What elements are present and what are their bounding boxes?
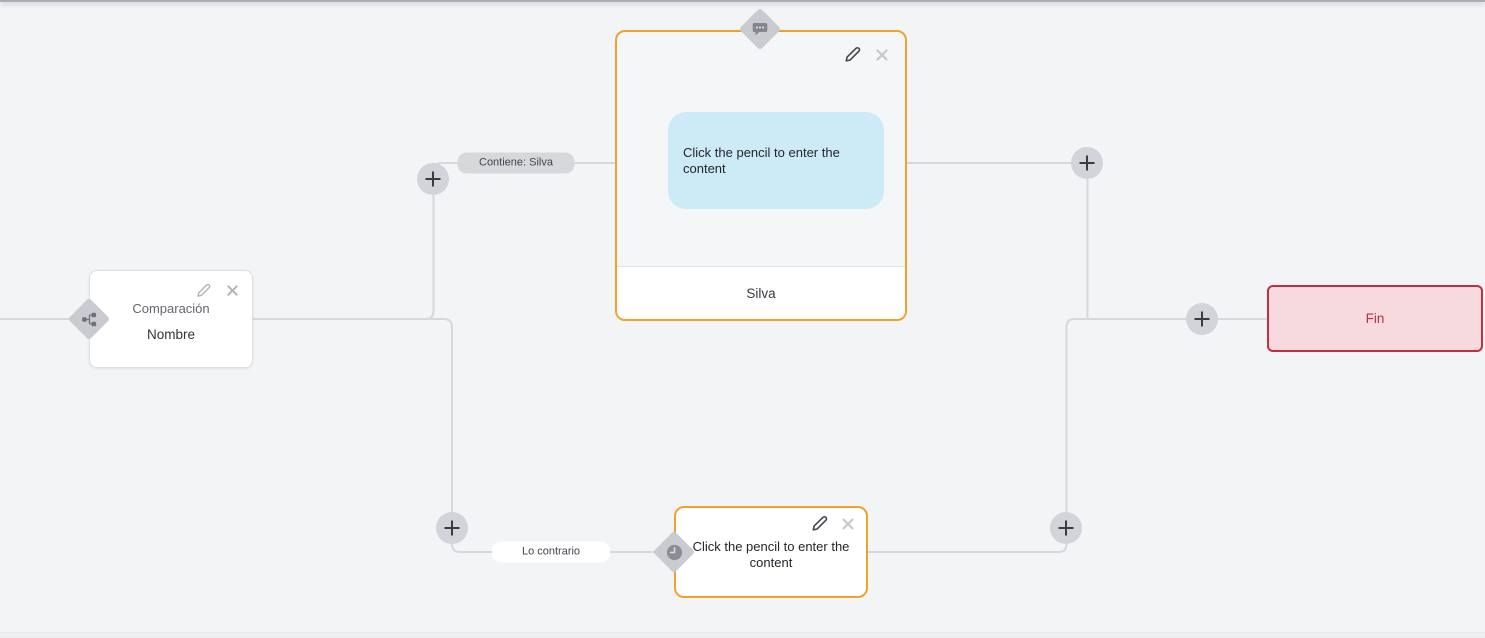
plus-icon [1058, 520, 1074, 536]
edit-pencil-button[interactable] [196, 283, 211, 298]
wait-node-badge [651, 529, 697, 575]
canvas-bottom-edge [0, 632, 1485, 638]
message-node[interactable]: Click the pencil to enter the content Si… [615, 30, 907, 321]
edit-pencil-button[interactable] [811, 515, 828, 532]
comparison-node-badge [66, 296, 112, 342]
message-node-body: Click the pencil to enter the content [617, 32, 905, 266]
node-title: Nombre [146, 327, 195, 342]
edge-label-contains: Contiene: Silva [457, 152, 575, 174]
wait-node[interactable]: Click the pencil to enter the content [674, 506, 868, 598]
plus-icon [425, 171, 441, 187]
node-type-label: Comparación [132, 301, 210, 316]
pencil-icon [845, 47, 861, 62]
add-node-button-bottom-right[interactable] [1050, 512, 1082, 544]
plus-icon [444, 520, 460, 536]
branch-icon [81, 312, 96, 326]
add-node-button-before-end[interactable] [1186, 303, 1218, 335]
wait-placeholder: Click the pencil to enter the content [692, 539, 850, 570]
edge-join-to-end [868, 318, 1268, 553]
edge-message-to-join [907, 162, 1089, 319]
delete-node-button[interactable] [841, 517, 855, 531]
close-icon [227, 285, 238, 296]
message-footer-label: Silva [746, 285, 776, 301]
add-node-button-top-left[interactable] [417, 163, 449, 195]
message-bubble: Click the pencil to enter the content [668, 112, 884, 209]
add-node-button-top-right[interactable] [1071, 147, 1103, 179]
chat-bubble-icon [752, 22, 768, 35]
edit-pencil-button[interactable] [844, 46, 861, 63]
comparison-node[interactable]: Comparación Nombre [89, 270, 253, 368]
add-node-button-bottom-left[interactable] [436, 512, 468, 544]
message-placeholder: Click the pencil to enter the content [683, 144, 840, 176]
edge-condition-bottom [253, 318, 659, 553]
message-node-footer: Silva [617, 266, 905, 319]
end-node[interactable]: Fin [1267, 285, 1483, 352]
delete-node-button[interactable] [875, 48, 889, 62]
close-icon [842, 517, 854, 530]
edge-label-otherwise: Lo contrario [492, 541, 610, 563]
delete-node-button[interactable] [226, 284, 239, 297]
pencil-icon [197, 283, 211, 297]
plus-icon [1079, 155, 1095, 171]
close-icon [876, 48, 888, 61]
pencil-icon [812, 516, 828, 531]
plus-icon [1194, 311, 1210, 327]
end-node-label: Fin [1365, 311, 1385, 326]
message-node-badge [737, 6, 783, 52]
canvas-top-edge [0, 0, 1485, 2]
clock-icon [666, 544, 682, 560]
